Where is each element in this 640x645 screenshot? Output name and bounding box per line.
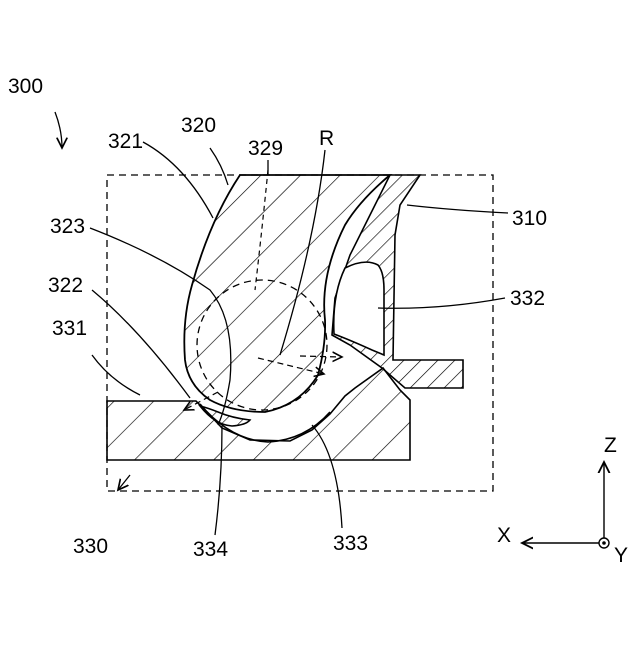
label-323: 323 [50,215,85,238]
axis-triad [522,462,609,548]
label-r: R [319,127,334,150]
label-334: 334 [193,538,228,561]
label-322: 322 [48,274,83,297]
label-320: 320 [181,114,216,137]
groove-cavity [334,262,384,355]
label-310: 310 [512,207,547,230]
label-329: 329 [248,137,283,160]
axis-z-label: Z [604,434,617,457]
label-321: 321 [108,130,143,153]
label-331: 331 [52,317,87,340]
label-332: 332 [510,287,545,310]
label-330: 330 [73,535,108,558]
label-300: 300 [8,75,43,98]
label-333: 333 [333,532,368,555]
axis-y-label: Y [614,544,628,567]
axis-x-label: X [497,524,511,547]
